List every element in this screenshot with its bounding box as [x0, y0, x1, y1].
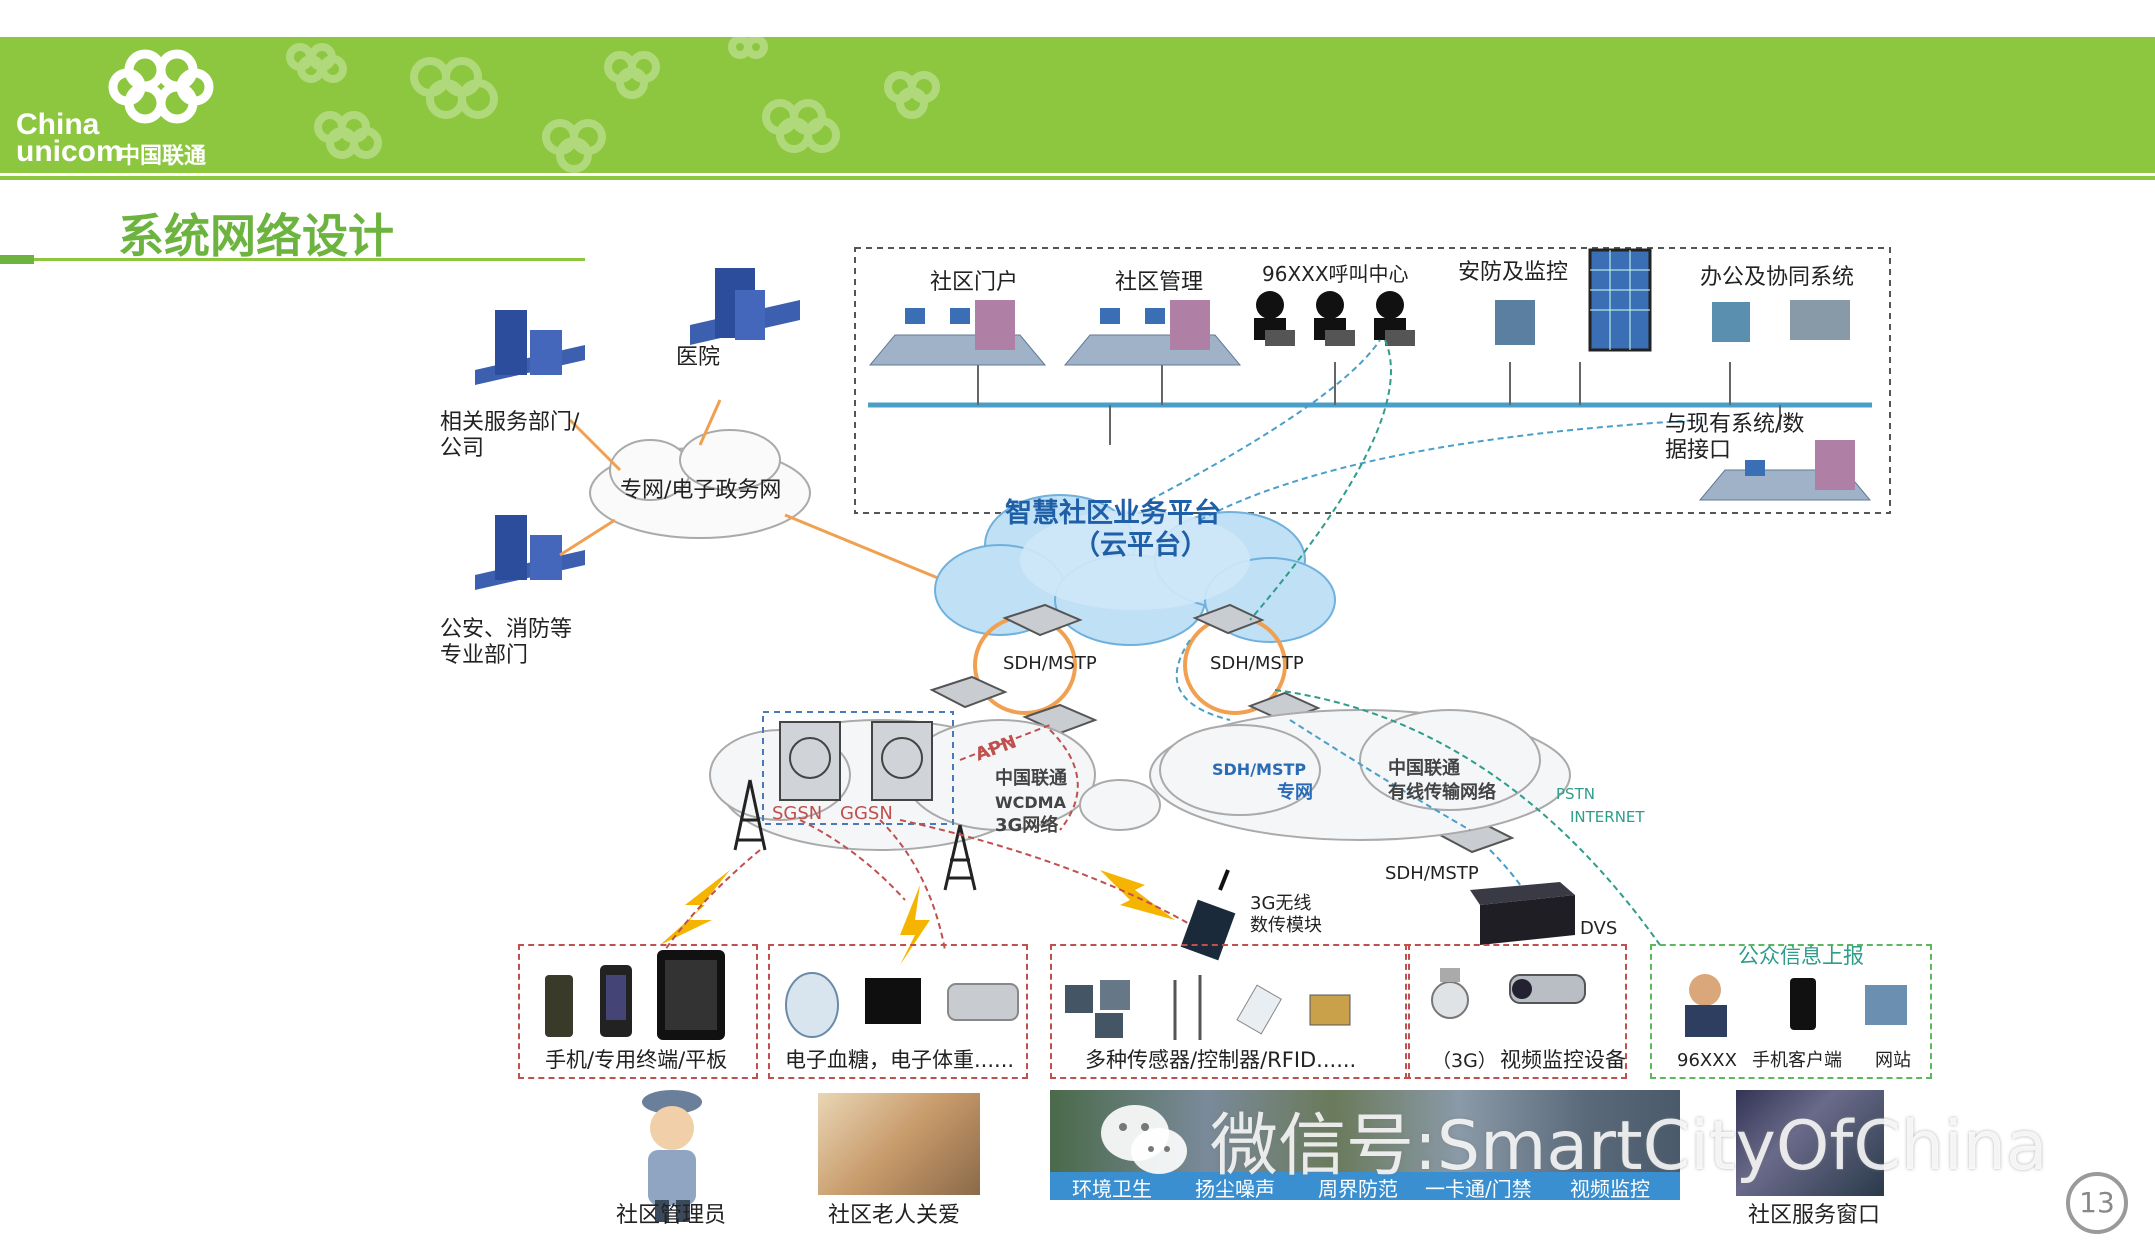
label-gov-net: 专网/电子政务网	[620, 478, 782, 503]
scenario-strip-bar	[1050, 1172, 1680, 1200]
label-elderly: 社区老人关爱	[828, 1203, 961, 1228]
label-platform: 智慧社区业务平台	[1005, 498, 1221, 529]
box-camera-icon	[1509, 974, 1586, 1004]
dome-camera-icon	[1431, 968, 1469, 1019]
sgsn-server-icon	[779, 721, 841, 801]
strip-label-2: 扬尘噪声	[1195, 1177, 1275, 1201]
portal-workstations-icon	[868, 300, 1047, 366]
label-interface: 与现有系统/数据接口	[1665, 412, 1805, 464]
label-public-info: 公众信息上报	[1738, 944, 1864, 968]
header-pattern	[286, 37, 940, 173]
mobile-group-box	[518, 944, 758, 1079]
label-sdh-bottom: SDH/MSTP	[1385, 863, 1479, 884]
label-sdh-right: SDH/MSTP	[1210, 653, 1304, 674]
gsn-box	[762, 711, 954, 825]
label-p-web: 网站	[1875, 1050, 1911, 1071]
office-system-icon	[1712, 300, 1850, 342]
wcdma-cloud	[709, 719, 1161, 851]
sensor-devices-icon	[1065, 975, 1351, 1040]
hospital-building-icon	[690, 268, 800, 345]
gov-net-cloud	[589, 429, 811, 539]
apn-link	[959, 724, 1051, 761]
label-wired-2: 有线传输网络	[1388, 782, 1496, 803]
logo-cn: 中国联通	[118, 143, 207, 168]
call-center-agents-icon	[1254, 291, 1415, 346]
label-wcdma-2: WCDMA	[995, 793, 1066, 812]
sdh-cloud	[1149, 709, 1571, 841]
router-left-icon	[929, 675, 1008, 709]
label-sdh-net-1: SDH/MSTP	[1212, 760, 1307, 779]
unicom-knot-logo	[108, 49, 214, 124]
wechat-icon	[1101, 1105, 1187, 1174]
header-line	[0, 176, 2155, 180]
label-security: 安防及监控	[1458, 260, 1569, 285]
public-report-icons	[1685, 974, 1907, 1037]
label-wired-1: 中国联通	[1388, 758, 1460, 779]
label-sensors: 多种传感器/控制器/RFID......	[1085, 1048, 1357, 1072]
label-window: 社区服务窗口	[1748, 1203, 1881, 1228]
video-group-box	[1405, 944, 1627, 1079]
label-call-center: 96XXX呼叫中心	[1262, 262, 1409, 286]
elderly-care-photo	[818, 1093, 980, 1195]
strip-label-4: 一卡通/门禁	[1425, 1177, 1532, 1201]
label-dvs: DVS	[1580, 918, 1618, 939]
mobile-devices-icon	[545, 950, 725, 1040]
logo-en-unicom: unicom	[16, 135, 123, 168]
label-wcdma-3: 3G网络	[995, 815, 1059, 836]
title-rule	[0, 258, 585, 261]
router-top-left-icon	[1002, 603, 1083, 637]
management-workstations-icon	[1063, 300, 1242, 366]
services-building-icon	[475, 310, 585, 385]
label-internet: INTERNET	[1570, 808, 1645, 826]
label-hospital: 医院	[676, 345, 721, 370]
public-info-box	[1650, 944, 1932, 1079]
router-top-right-icon	[1192, 603, 1265, 635]
service-window-photo	[1736, 1090, 1884, 1196]
label-office: 办公及协同系统	[1700, 265, 1855, 290]
page-number: 13	[2066, 1172, 2128, 1234]
label-sgsn: SGSN	[772, 803, 823, 824]
dvs-device-icon	[1470, 882, 1575, 945]
police-building-icon	[475, 515, 585, 590]
label-wcdma-1: 中国联通	[995, 768, 1067, 789]
label-video: 视频监控设备	[1500, 1048, 1626, 1072]
label-ggsn: GGSN	[840, 803, 893, 824]
label-portal: 社区门户	[930, 270, 1019, 295]
page-title: 系统网络设计	[118, 209, 394, 263]
label-platform-cloud: （云平台）	[1073, 530, 1208, 561]
logo-en-china: China	[16, 108, 100, 141]
community-manager-icon	[642, 1090, 702, 1222]
tower-left-icon	[733, 779, 767, 851]
label-sdh-left: SDH/MSTP	[1003, 653, 1097, 674]
title-rule-accent	[0, 255, 34, 264]
label-sdh-net-2: 专网	[1277, 782, 1313, 803]
label-cam-3g: （3G）	[1432, 1050, 1497, 1072]
label-mobile: 手机/专用终端/平板	[545, 1048, 728, 1072]
health-group-box	[768, 944, 1028, 1079]
label-pstn: PSTN	[1556, 785, 1595, 803]
top-system-box	[854, 247, 1891, 514]
wechat-watermark: 微信号:SmartCityOfChina	[1210, 1107, 2048, 1186]
security-monitor-icon	[1495, 248, 1652, 352]
strip-label-5: 视频监控	[1570, 1177, 1650, 1201]
label-management: 社区管理	[1115, 270, 1204, 295]
sensor-group-box	[1050, 944, 1410, 1079]
label-p-96: 96XXX	[1677, 1050, 1737, 1071]
strip-label-1: 环境卫生	[1072, 1177, 1152, 1201]
label-services: 相关服务部门/公司	[440, 410, 580, 462]
label-health: 电子血糖，电子体重......	[785, 1048, 1015, 1072]
label-police: 公安、消防等专业部门	[440, 617, 573, 669]
interface-server-icon	[1698, 440, 1872, 501]
health-devices-icon	[785, 972, 1019, 1038]
strip-label-3: 周界防范	[1318, 1177, 1398, 1201]
label-module-1: 3G无线	[1250, 893, 1312, 914]
ggsn-server-icon	[871, 721, 933, 801]
label-module-2: 数传模块	[1250, 915, 1322, 936]
label-p-phone: 手机客户端	[1752, 1050, 1842, 1071]
label-manager: 社区管理员	[616, 1203, 727, 1228]
